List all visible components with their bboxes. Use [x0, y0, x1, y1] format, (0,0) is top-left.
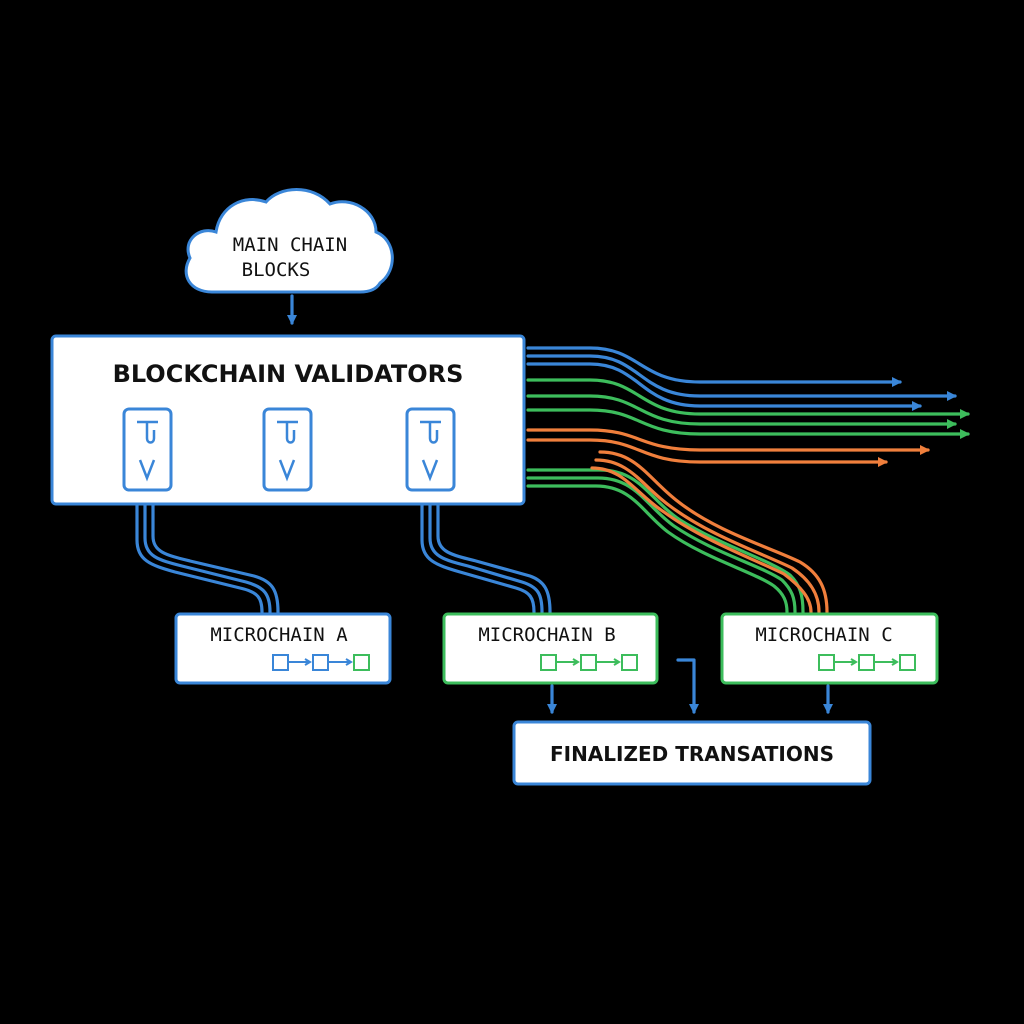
microchain-c: MICROCHAIN C	[720, 612, 939, 685]
cloud-label-line2: BLOCKS	[242, 259, 311, 281]
validator-2-check-icon	[278, 459, 296, 482]
output-wires	[526, 346, 970, 467]
finalize-arrows	[547, 658, 833, 714]
block-icon	[899, 654, 916, 671]
validators-panel: BLOCKCHAIN VALIDATORS	[50, 334, 526, 506]
link-arrow-icon	[288, 658, 312, 666]
validators-title: BLOCKCHAIN VALIDATORS	[113, 360, 464, 388]
microchain-a: MICROCHAIN A	[174, 612, 392, 685]
block-icon	[621, 654, 638, 671]
validator-node-1	[122, 407, 173, 492]
microchain-a-label: MICROCHAIN A	[210, 624, 348, 646]
validator-3-top-icon	[420, 420, 441, 444]
link-arrow-icon	[834, 658, 858, 666]
validator-1-check-icon	[138, 459, 156, 482]
cloud-label-line1: MAIN CHAIN	[233, 234, 347, 256]
microchain-c-blocks	[818, 654, 916, 671]
link-arrow-icon	[596, 658, 621, 666]
validator-to-microchain-b-wires	[420, 503, 552, 614]
microchain-b: MICROCHAIN B	[442, 612, 659, 685]
link-arrow-icon	[328, 658, 353, 666]
validator-2-top-icon	[277, 420, 298, 444]
microchain-b-label: MICROCHAIN B	[478, 624, 615, 646]
validator-node-2	[262, 407, 313, 492]
finalized-transactions: FINALIZED TRANSATIONS	[512, 720, 872, 786]
main-chain-cloud: MAIN CHAIN BLOCKS	[184, 188, 394, 294]
cloud-icon	[184, 188, 394, 294]
validator-1-top-icon	[137, 420, 158, 444]
validator-to-microchain-a-wires	[135, 503, 280, 614]
link-arrow-icon	[874, 658, 899, 666]
microchain-b-blocks	[540, 654, 638, 671]
finalized-label: FINALIZED TRANSATIONS	[550, 742, 834, 766]
validator-node-3	[405, 407, 456, 492]
validator-to-microchain-c-wires	[526, 450, 829, 614]
validator-3-check-icon	[421, 459, 439, 482]
link-arrow-icon	[556, 658, 580, 666]
microchain-c-label: MICROCHAIN C	[755, 624, 892, 646]
microchain-a-blocks	[272, 654, 370, 671]
block-icon	[353, 654, 370, 671]
